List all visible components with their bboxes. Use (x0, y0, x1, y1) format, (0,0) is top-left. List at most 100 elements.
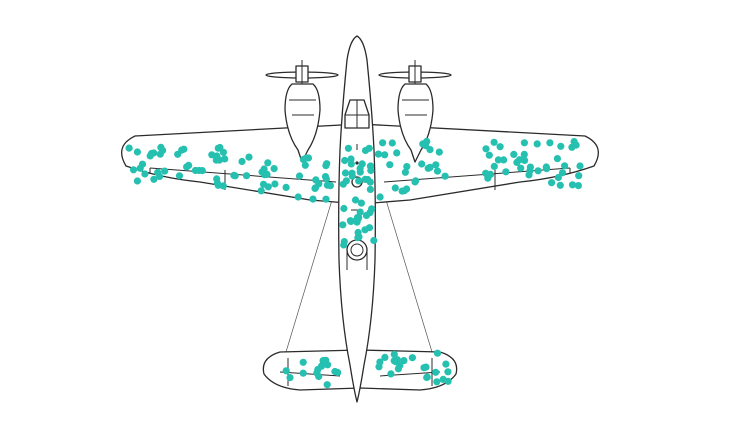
left-propeller (265, 60, 339, 84)
damage-dot-left-wing-inner (264, 159, 272, 167)
damage-dot-left-wing-inner (260, 165, 268, 173)
damage-dot-right-wing-outer (482, 145, 490, 153)
damage-dot-fuselage (370, 236, 378, 245)
bullet-hole-markers (125, 137, 584, 389)
damage-dot-fuselage (339, 221, 347, 229)
damage-dot-tailplane (444, 368, 452, 376)
damage-dot-right-wing-inner (393, 149, 401, 157)
damage-dot-right-wing-inner (401, 168, 409, 176)
damage-dot-left-wing-outer (180, 145, 188, 153)
damage-dot-left-wing-inner (238, 157, 246, 166)
damage-dot-tailplane (299, 358, 307, 366)
damage-dot-left-wing-inner (282, 183, 290, 191)
damage-dot-left-wing-inner (231, 172, 239, 180)
damage-dot-tailplane (439, 375, 447, 383)
damage-dot-right-wing-inner (426, 163, 434, 171)
damage-dot-fuselage (351, 196, 360, 204)
damage-dot-right-wing-inner (411, 178, 419, 186)
cockpit-canopy (344, 99, 370, 129)
damage-dot-right-wing-inner (391, 184, 399, 192)
damage-dot-left-wing-inner (322, 162, 330, 170)
damage-dot-left-wing-outer (133, 148, 141, 156)
damage-dot-fuselage (340, 204, 348, 213)
damage-dot-left-wing-inner (271, 180, 279, 188)
damage-dot-right-wing-inner (441, 172, 449, 180)
damage-dot-right-wing-outer (526, 167, 534, 175)
damage-dot-tailplane (422, 363, 430, 371)
damage-dot-tailplane (317, 362, 326, 370)
damage-dot-tailplane (323, 381, 331, 389)
damage-dot-left-wing-inner (309, 195, 317, 203)
damage-dot-right-wing-inner (374, 150, 382, 158)
damage-dot-tailplane (442, 360, 450, 368)
damage-dot-tailplane (322, 356, 330, 364)
damage-dot-tailplane (313, 369, 321, 377)
damage-dot-tailplane (282, 367, 290, 375)
damage-dot-fuselage (344, 144, 352, 152)
damage-dot-tailplane (390, 350, 398, 358)
damage-dot-tailplane (334, 368, 342, 377)
damage-dot-right-wing-outer (558, 169, 567, 177)
damage-dot-right-wing-inner (435, 148, 443, 156)
damage-dot-left-wing-inner (302, 154, 310, 162)
damage-dot-tailplane (408, 354, 416, 362)
damage-dot-left-wing-outer (125, 144, 133, 152)
damage-dot-left-wing-outer (175, 172, 184, 180)
damage-dot-right-wing-outer (574, 182, 583, 190)
damage-dot-right-wing-inner (432, 161, 440, 169)
damage-dot-fuselage (368, 205, 376, 213)
damage-dot-right-wing-outer (534, 167, 542, 175)
damage-dot-fuselage (367, 162, 375, 170)
damage-dot-right-wing-outer (568, 143, 576, 151)
damage-dot-right-wing-outer (517, 164, 525, 172)
damage-dot-left-wing-outer (214, 144, 222, 152)
damage-dot-tailplane (299, 369, 307, 377)
damage-dot-left-wing-outer (161, 167, 169, 175)
damage-dot-tailplane (381, 353, 389, 361)
damage-dot-left-wing-inner (245, 153, 253, 161)
damage-dot-left-wing-outer (195, 166, 203, 175)
damage-dot-tailplane (433, 349, 442, 357)
damage-dot-fuselage (356, 208, 364, 216)
damage-dot-right-wing-outer (490, 162, 498, 170)
damage-dot-fuselage (357, 199, 365, 207)
damage-dot-left-wing-outer (146, 152, 154, 160)
damage-dot-left-wing-outer (159, 146, 167, 154)
damage-dot-right-wing-outer (520, 150, 528, 158)
damage-dot-fuselage (364, 175, 372, 184)
damage-dot-right-wing-inner (376, 193, 384, 201)
damage-dot-right-wing-outer (510, 150, 518, 158)
damage-dot-left-wing-inner (264, 183, 272, 191)
damage-dot-fuselage (355, 177, 363, 185)
damage-dot-left-wing-inner (295, 172, 304, 180)
damage-dot-right-wing-outer (556, 181, 564, 189)
damage-dot-right-wing-inner (388, 139, 396, 147)
damage-dot-right-wing-outer (553, 155, 562, 163)
damage-dot-tailplane (375, 363, 383, 371)
damage-dot-right-wing-outer (557, 142, 565, 150)
damage-dot-left-wing-inner (242, 172, 251, 180)
damage-dot-fuselage (341, 156, 349, 165)
damage-dot-right-wing-outer (568, 181, 577, 189)
damage-dot-left-wing-outer (129, 166, 138, 174)
damage-dot-right-wing-outer (520, 139, 529, 147)
right-propeller (378, 60, 452, 84)
damage-dot-right-wing-inner (403, 163, 411, 171)
damage-dot-left-wing-outer (219, 148, 227, 156)
damage-dot-right-wing-inner (403, 185, 411, 193)
damage-dot-left-wing-outer (213, 179, 222, 187)
damage-dot-fuselage (353, 214, 361, 222)
damage-dot-fuselage (361, 146, 370, 155)
damage-dot-tailplane (387, 370, 395, 378)
damage-dot-right-wing-inner (423, 137, 431, 145)
damage-dot-tailplane (423, 373, 431, 382)
damage-dot-fuselage (356, 164, 364, 172)
damage-dot-right-wing-outer (554, 173, 563, 182)
damage-dot-right-wing-outer (490, 138, 498, 146)
damage-dot-right-wing-inner (379, 139, 387, 147)
damage-dot-right-wing-outer (496, 143, 504, 151)
damage-dot-right-wing-inner (418, 160, 426, 168)
damage-dot-left-wing-inner (263, 170, 271, 178)
